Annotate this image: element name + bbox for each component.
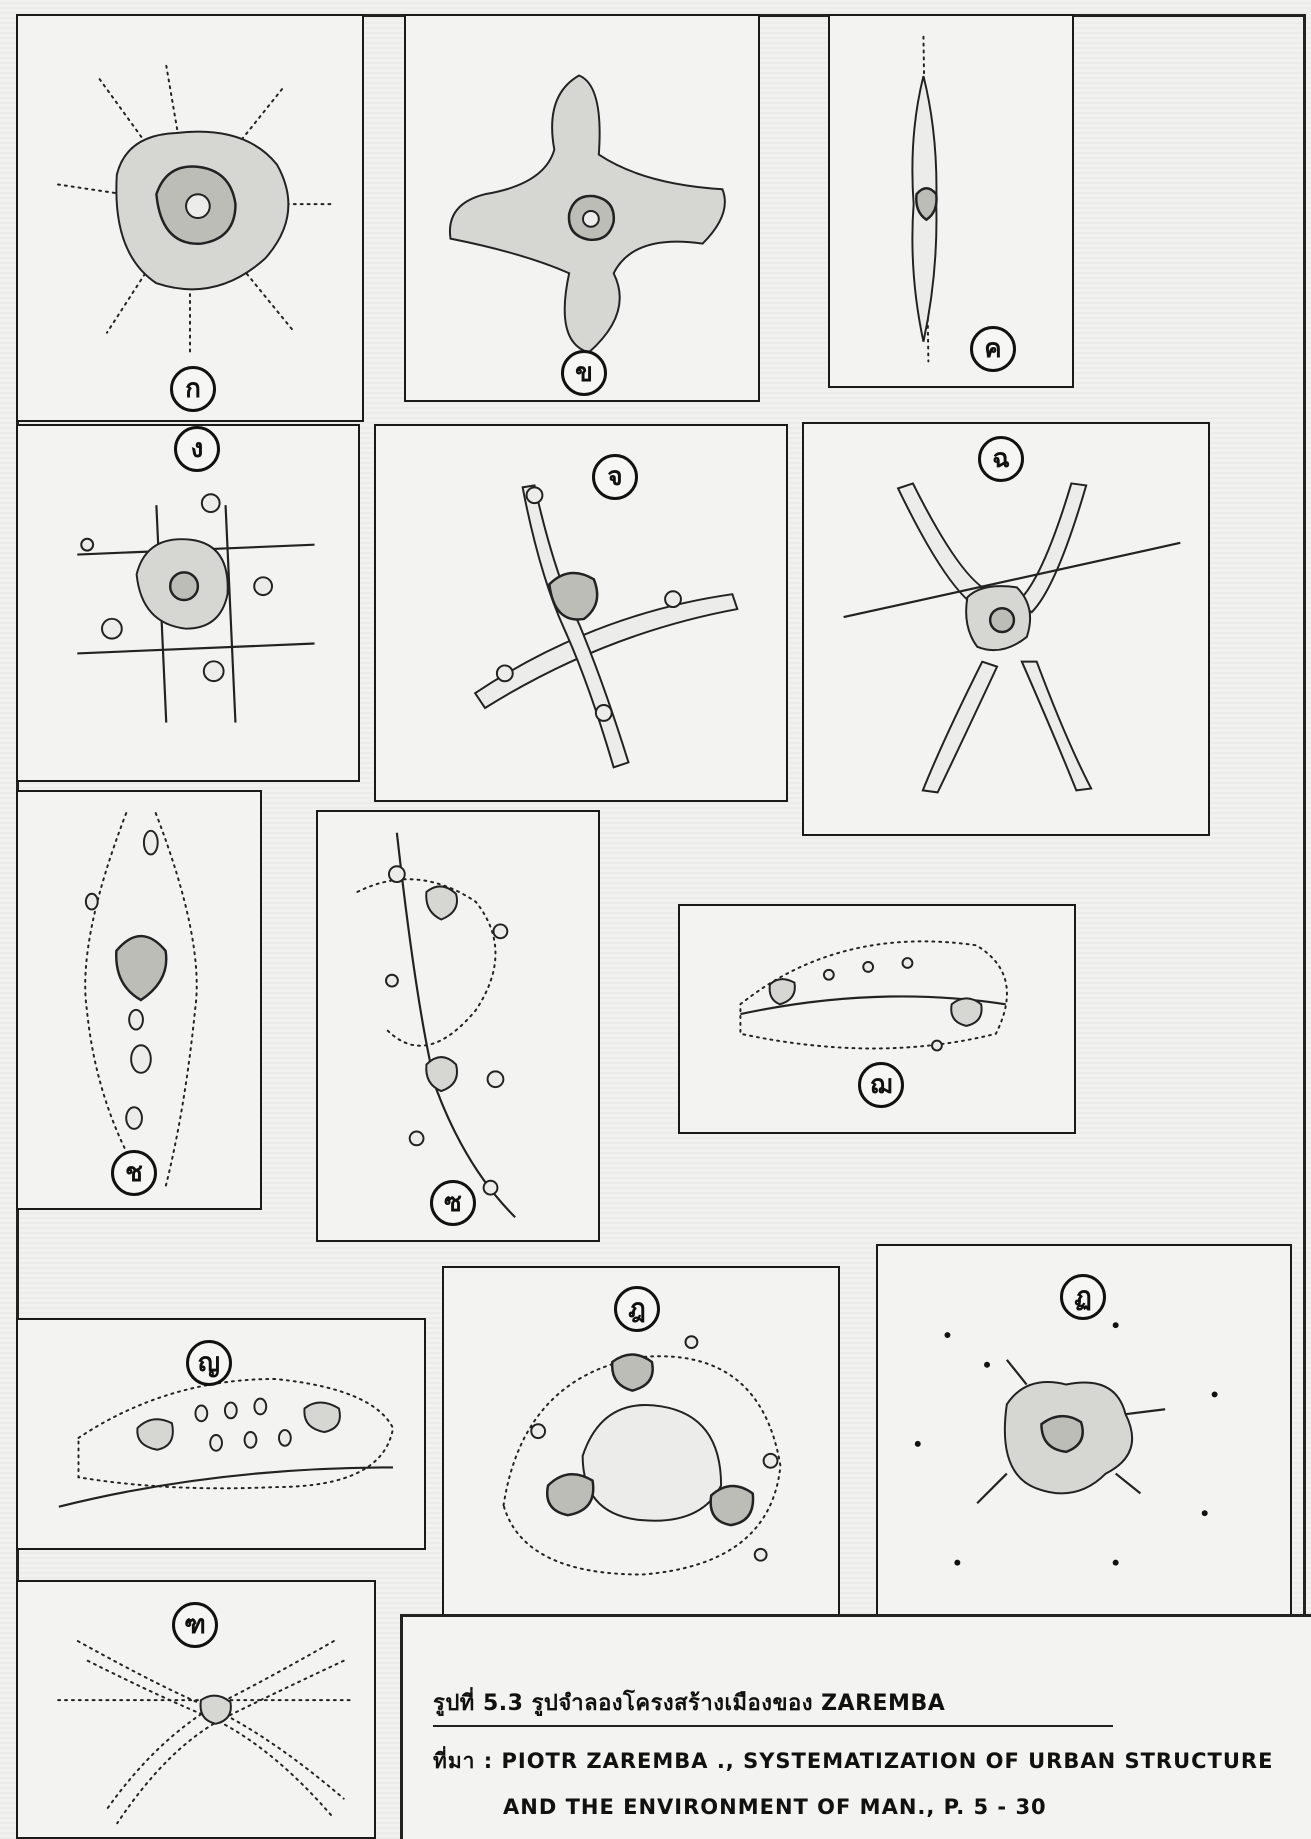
- panel-cho-chang: ช: [16, 790, 262, 1210]
- panel-label-ngo: ง: [174, 426, 220, 472]
- star-city-model: [406, 16, 758, 400]
- panel-kho: ข: [404, 14, 760, 402]
- concentric-city-model: [18, 16, 362, 420]
- panel-tho: ฑ: [16, 1580, 376, 1839]
- caption-source-line2: AND THE ENVIRONMENT OF MAN., P. 5 - 30: [503, 1795, 1047, 1819]
- panel-cho: จ: [374, 424, 788, 802]
- caption-title: รูปที่ 5.3 รูปจำลองโครงสร้างเมืองของ ZAR…: [433, 1685, 945, 1720]
- corridor-string-model: [318, 812, 598, 1240]
- caption-divider: [433, 1725, 1113, 1727]
- panel-to: ฏ: [876, 1244, 1292, 1624]
- panel-label-to: ฏ: [1060, 1274, 1106, 1320]
- cross-corridor-model: [376, 426, 786, 800]
- panel-yo: ญ: [16, 1318, 426, 1550]
- caption-source-line1: ที่มา : PIOTR ZAREMBA ., SYSTEMATIZATION…: [433, 1745, 1273, 1778]
- panel-label-kho-khwai: ค: [970, 326, 1016, 372]
- satellite-grid-model: [18, 426, 358, 780]
- panel-cho-choe: ฌ: [678, 904, 1076, 1134]
- panel-label-so: ซ: [430, 1180, 476, 1226]
- panel-ngo: ง: [16, 424, 360, 782]
- panel-label-cho-choe: ฌ: [858, 1062, 904, 1108]
- figure-caption: รูปที่ 5.3 รูปจำลองโครงสร้างเมืองของ ZAR…: [400, 1614, 1311, 1839]
- panel-so: ซ: [316, 810, 600, 1242]
- radial-arms-model: [804, 424, 1208, 834]
- panel-label-tho: ฑ: [172, 1602, 218, 1648]
- panel-dho: ฎ: [442, 1266, 840, 1624]
- panel-no: ฉ: [802, 422, 1210, 836]
- panel-label-yo: ญ: [186, 1340, 232, 1386]
- axial-chain-model: [18, 792, 260, 1208]
- panel-label-no: ฉ: [978, 436, 1024, 482]
- panel-label-dho: ฎ: [614, 1286, 660, 1332]
- panel-label-cho-chang: ช: [111, 1150, 157, 1196]
- panel-ko: ก: [16, 14, 364, 422]
- panel-label-ko: ก: [170, 366, 216, 412]
- linear-city-model: [830, 16, 1072, 386]
- panel-label-kho: ข: [561, 350, 607, 396]
- panel-kho-khwai: ค: [828, 14, 1074, 388]
- panel-label-cho: จ: [592, 454, 638, 500]
